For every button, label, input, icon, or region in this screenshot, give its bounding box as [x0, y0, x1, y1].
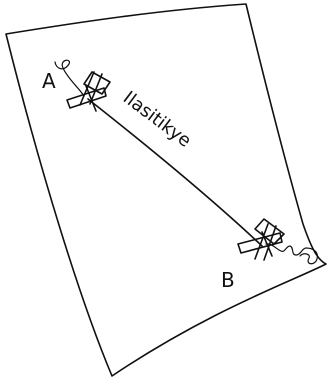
label-b: B	[221, 268, 235, 292]
tape-pad-b	[238, 219, 284, 260]
wire-label: Ilasitikye	[119, 87, 195, 151]
loose-end-a	[55, 60, 84, 96]
loose-end-b	[266, 244, 317, 264]
board-outline	[6, 4, 326, 376]
label-a: A	[42, 69, 56, 93]
tape-pad-a	[67, 72, 110, 111]
